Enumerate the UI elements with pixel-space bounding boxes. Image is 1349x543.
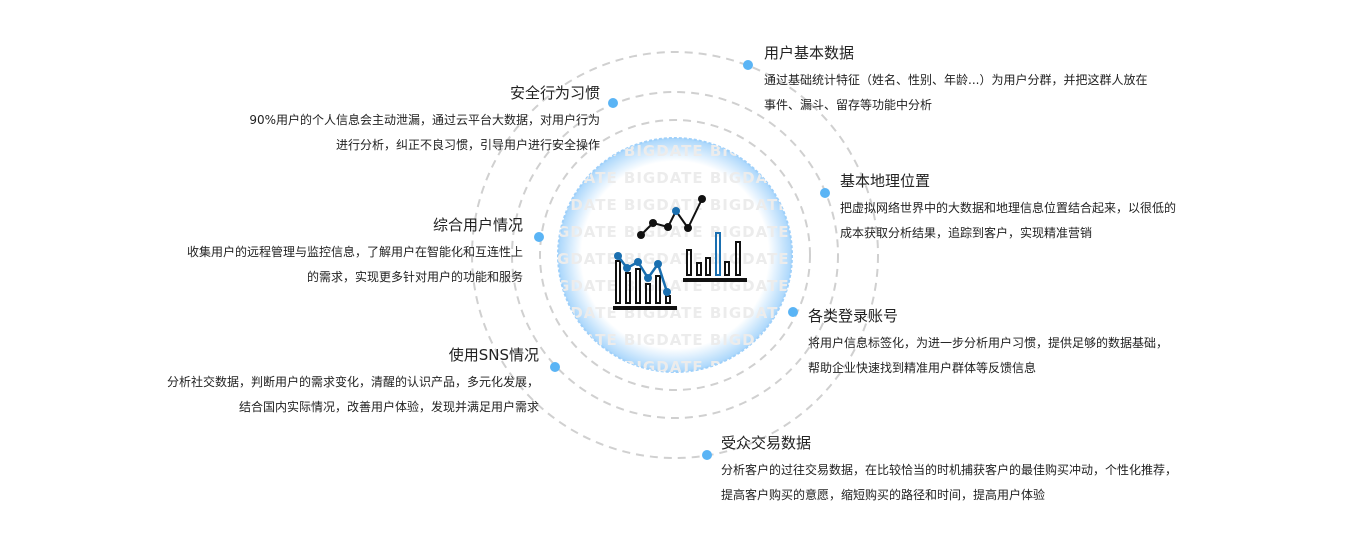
item-desc: 提高客户购买的意愿，缩短购买的路径和时间，提高用户体验 bbox=[721, 488, 1046, 502]
item-transaction-data: 受众交易数据 分析客户的过往交易数据，在比较恰当的时机捕获客户的最佳购买冲动，个… bbox=[721, 432, 1177, 508]
item-desc: 结合国内实际情况，改善用户体验，发现并满足用户需求 bbox=[238, 400, 539, 414]
item-title: 综合用户情况 bbox=[432, 216, 523, 234]
item-desc: 分析社交数据，判断用户的需求变化，清醒的认识产品，多元化发展， bbox=[166, 375, 539, 389]
inner-ring bbox=[539, 119, 811, 391]
item-sns-usage: 使用SNS情况 分析社交数据，判断用户的需求变化，清醒的认识产品，多元化发展， 结… bbox=[167, 344, 539, 420]
item-title: 基本地理位置 bbox=[840, 172, 931, 190]
item-desc: 帮助企业快速找到精准用户群体等反馈信息 bbox=[808, 361, 1037, 375]
item-desc: 进行分析，纠正不良习惯，引导用户进行安全操作 bbox=[335, 138, 600, 152]
item-user-overview: 综合用户情况 收集用户的远程管理与监控信息，了解用户在智能化和互连性上的需求，实… bbox=[187, 214, 523, 290]
item-desc: 的需求，实现更多针对用户的功能和服务 bbox=[306, 270, 523, 284]
node-dot bbox=[534, 232, 544, 242]
center-circle bbox=[557, 137, 793, 373]
item-title: 使用SNS情况 bbox=[448, 346, 539, 364]
item-desc: 通过基础统计特征（姓名、性别、年龄...）为用户分群，并把这群人放在 bbox=[764, 73, 1148, 87]
node-dot bbox=[743, 60, 753, 70]
item-title: 各类登录账号 bbox=[808, 307, 899, 325]
item-desc: 把虚拟网络世界中的大数据和地理信息位置结合起来，以很低的 bbox=[840, 201, 1177, 215]
middle-ring bbox=[511, 91, 839, 419]
item-desc: 成本获取分析结果，追踪到客户，实现精准营销 bbox=[840, 226, 1093, 240]
outer-ring bbox=[471, 51, 879, 459]
item-desc: 将用户信息标签化，为进一步分析用户习惯，提供足够的数据基础， bbox=[808, 336, 1169, 350]
item-desc: 事件、漏斗、留存等功能中分析 bbox=[764, 98, 933, 112]
item-geo-location: 基本地理位置 把虚拟网络世界中的大数据和地理信息位置结合起来，以很低的成本获取分… bbox=[840, 170, 1176, 246]
item-title: 受众交易数据 bbox=[721, 434, 812, 452]
node-dot bbox=[820, 188, 830, 198]
item-title: 用户基本数据 bbox=[764, 44, 855, 62]
item-title: 安全行为习惯 bbox=[509, 84, 600, 102]
item-login-accounts: 各类登录账号 将用户信息标签化，为进一步分析用户习惯，提供足够的数据基础， 帮助企… bbox=[808, 305, 1168, 381]
item-desc: 收集用户的远程管理与监控信息，了解用户在智能化和互连性上 bbox=[186, 245, 523, 259]
item-desc: 分析客户的过往交易数据，在比较恰当的时机捕获客户的最佳购买冲动，个性化推荐， bbox=[721, 463, 1178, 477]
node-dot bbox=[788, 307, 798, 317]
node-dot bbox=[702, 450, 712, 460]
item-desc: 90%用户的个人信息会主动泄漏，通过云平台大数据，对用户行为 bbox=[249, 113, 600, 127]
item-user-basic-data: 用户基本数据 通过基础统计特征（姓名、性别、年龄...）为用户分群，并把这群人放… bbox=[764, 42, 1147, 118]
item-security-habits: 安全行为习惯 90%用户的个人信息会主动泄漏，通过云平台大数据，对用户行为进行分… bbox=[249, 82, 600, 158]
node-dot bbox=[608, 98, 618, 108]
node-dot bbox=[550, 362, 560, 372]
